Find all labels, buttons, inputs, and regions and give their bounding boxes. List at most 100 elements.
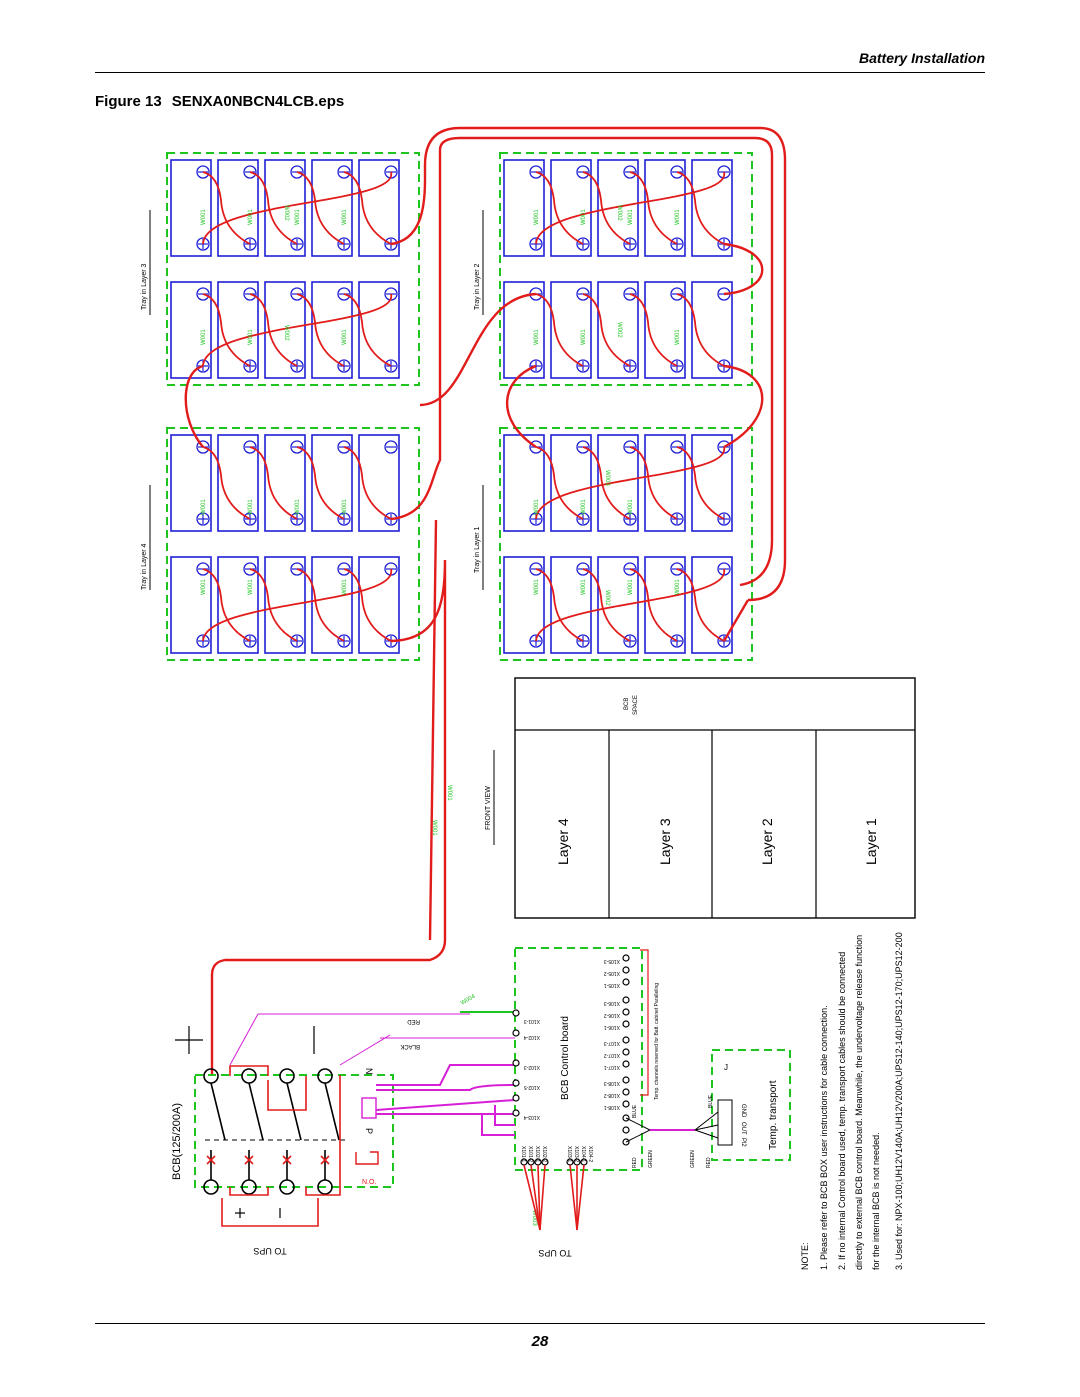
to-ups-label: TO UPS [253, 1246, 286, 1256]
wire-label: W001 [628, 209, 634, 225]
wire-label: W001 [581, 499, 587, 515]
page-number: 28 [531, 1333, 549, 1350]
temp-transport: BLUE GREEN RED GND OUT Pl2 J Temp. trans… [690, 1049, 791, 1168]
black-label: BLACK [400, 1043, 420, 1049]
terminal-label: X106-1 [604, 1024, 620, 1030]
main-cables [184, 126, 787, 1075]
note-line: 2. If no internal Control board used, te… [837, 952, 847, 1270]
terminal-label: X108-3 [604, 1080, 620, 1086]
front-view: FRONT VIEW BCB SPACE Layer 4 Layer 3 Lay… [485, 677, 916, 919]
figure-label: Figure 13 [95, 93, 162, 110]
terminal-label: X106-2 [604, 1012, 620, 1018]
terminal-label: X107-1 [604, 1064, 620, 1070]
tray-label: Tray in Layer 3 [141, 263, 148, 310]
wire-label: W001 [534, 209, 540, 225]
terminal-label: X103-2 [573, 1146, 579, 1162]
terminal-label: X104-2 [587, 1146, 593, 1162]
terminal-label: X108-2 [604, 1092, 620, 1098]
tray-label: Tray in Layer 4 [141, 543, 148, 590]
wire-label: W001 [628, 579, 634, 595]
terminal-label: X102-2 [541, 1146, 547, 1162]
temp-transport-label: Temp. transport [768, 1080, 779, 1150]
wire-label: W004 [460, 993, 477, 1006]
notes: NOTE: 1. Please refer to BCB BOX user in… [800, 932, 904, 1270]
wire-label: W001 [295, 209, 301, 225]
terminal-label: X108-1 [604, 1104, 620, 1110]
bcb-space-label: SPACE [633, 695, 639, 715]
wire-label: W001 [201, 499, 207, 515]
wire-label: W001 [534, 499, 540, 515]
terminal-label: X105-3 [604, 958, 620, 964]
terminal-label: X101-2 [527, 1146, 533, 1162]
wire-label: W002 [283, 325, 289, 341]
tt-pin: OUT [740, 1122, 746, 1135]
terminal-label: X101-1 [520, 1146, 526, 1162]
temp-channels-note: Temp. channels reserved for Batt. cabine… [654, 983, 660, 1100]
wire-label: W002 [616, 205, 622, 221]
no-label: N.O. [362, 1179, 376, 1186]
terminal-label: X105-2 [604, 970, 620, 976]
terminal-label: X105-1 [604, 982, 620, 988]
layer-label: Layer 2 [759, 818, 775, 865]
tt-j: J [724, 1063, 728, 1072]
wire-label: W001 [581, 329, 587, 345]
wire-label: W001 [446, 785, 452, 801]
terminal-label: X102-5 [524, 1084, 540, 1090]
n-label: N [364, 1068, 374, 1075]
tray-layer-1 [499, 427, 753, 661]
wire-label: W002 [616, 322, 622, 338]
terminal-label: X101-3 [524, 1018, 540, 1024]
wire-label: W001 [675, 209, 681, 225]
wire-label: W001 [248, 579, 254, 595]
terminal-label: X107-2 [604, 1052, 620, 1058]
wire-label: W001 [675, 329, 681, 345]
bcb-space-label: BCB [624, 698, 630, 710]
note-line: directly to external BCB control board. … [854, 935, 864, 1270]
wire-label: W001 [534, 329, 540, 345]
color-label: RED [632, 1157, 638, 1168]
bcb-control-board: BCB Control board RED BLACK X101-1 [375, 947, 695, 1258]
color-label: BLUE [632, 1104, 638, 1118]
layer-label: Layer 4 [555, 818, 571, 865]
wire-label: W001 [295, 499, 301, 515]
wire-label: W001 [201, 579, 207, 595]
figure-title: Figure 13 SENXA0NBCN4LCB.eps [95, 93, 344, 110]
wire-label: W001 [342, 579, 348, 595]
wire-label: W001 [201, 209, 207, 225]
figure-name: SENXA0NBCN4LCB.eps [171, 93, 345, 110]
wire-label: W001 [628, 499, 634, 515]
layer-label: Layer 3 [657, 818, 673, 865]
wire-label: W002 [604, 590, 610, 606]
tt-pin: GND [740, 1104, 746, 1118]
tray-layer-4 [166, 427, 420, 661]
terminal-label: X102-1 [534, 1146, 540, 1162]
color-label: GREEN [648, 1150, 654, 1168]
layer-label: Layer 1 [863, 818, 879, 865]
terminal-label: X106-3 [604, 1000, 620, 1006]
terminal-label: X102-3 [524, 1064, 540, 1070]
bcb-title: BCB(125/200A) [171, 1103, 183, 1180]
section-title: Battery Installation [858, 50, 985, 66]
wire-label: W001 [248, 329, 254, 345]
wire-label: W001 [534, 579, 540, 595]
wire-label: W001 [675, 579, 681, 595]
footer-rule [95, 1323, 985, 1324]
wire-label: W003 [531, 1210, 537, 1226]
tray-layer-3 [166, 152, 420, 386]
wire-label: W001 [581, 579, 587, 595]
battery-links [202, 171, 725, 642]
tt-pin: Pl2 [740, 1138, 746, 1147]
wire-label: W001 [201, 329, 207, 345]
terminal-label: X103-4 [524, 1114, 540, 1120]
p-label: P [364, 1128, 374, 1134]
wire-label: W003 [604, 470, 610, 486]
bcb-breaker: BCB(125/200A) TO UPS [171, 1013, 470, 1256]
note-line: for the internal BCB is not needed. [871, 1132, 881, 1270]
to-ups-label: TO UPS [538, 1248, 571, 1258]
wire-label: W001 [342, 209, 348, 225]
terminal-label: X107-3 [604, 1040, 620, 1046]
color-label: GREEN [690, 1150, 696, 1168]
note-line: 1. Please refer to BCB BOX user instruct… [819, 1005, 829, 1270]
terminal-label: X102-4 [524, 1034, 540, 1040]
